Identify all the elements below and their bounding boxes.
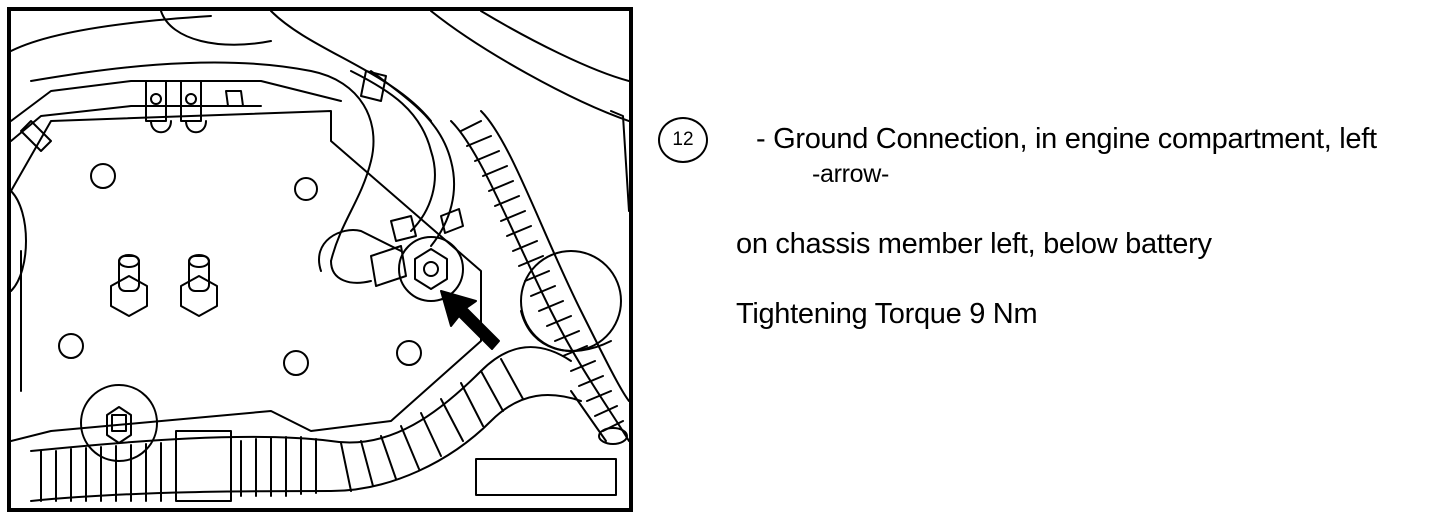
engine-compartment-illustration [7,7,633,512]
legend-torque: Tightening Torque 9 Nm [736,298,1038,330]
legend-number: 12 [672,129,694,150]
legend-location: on chassis member left, below battery [736,228,1212,260]
legend-number-badge: 12 [658,117,708,163]
legend-title: - Ground Connection, in engine compartme… [756,123,1377,155]
legend-arrow-ref: -arrow- [812,160,890,188]
